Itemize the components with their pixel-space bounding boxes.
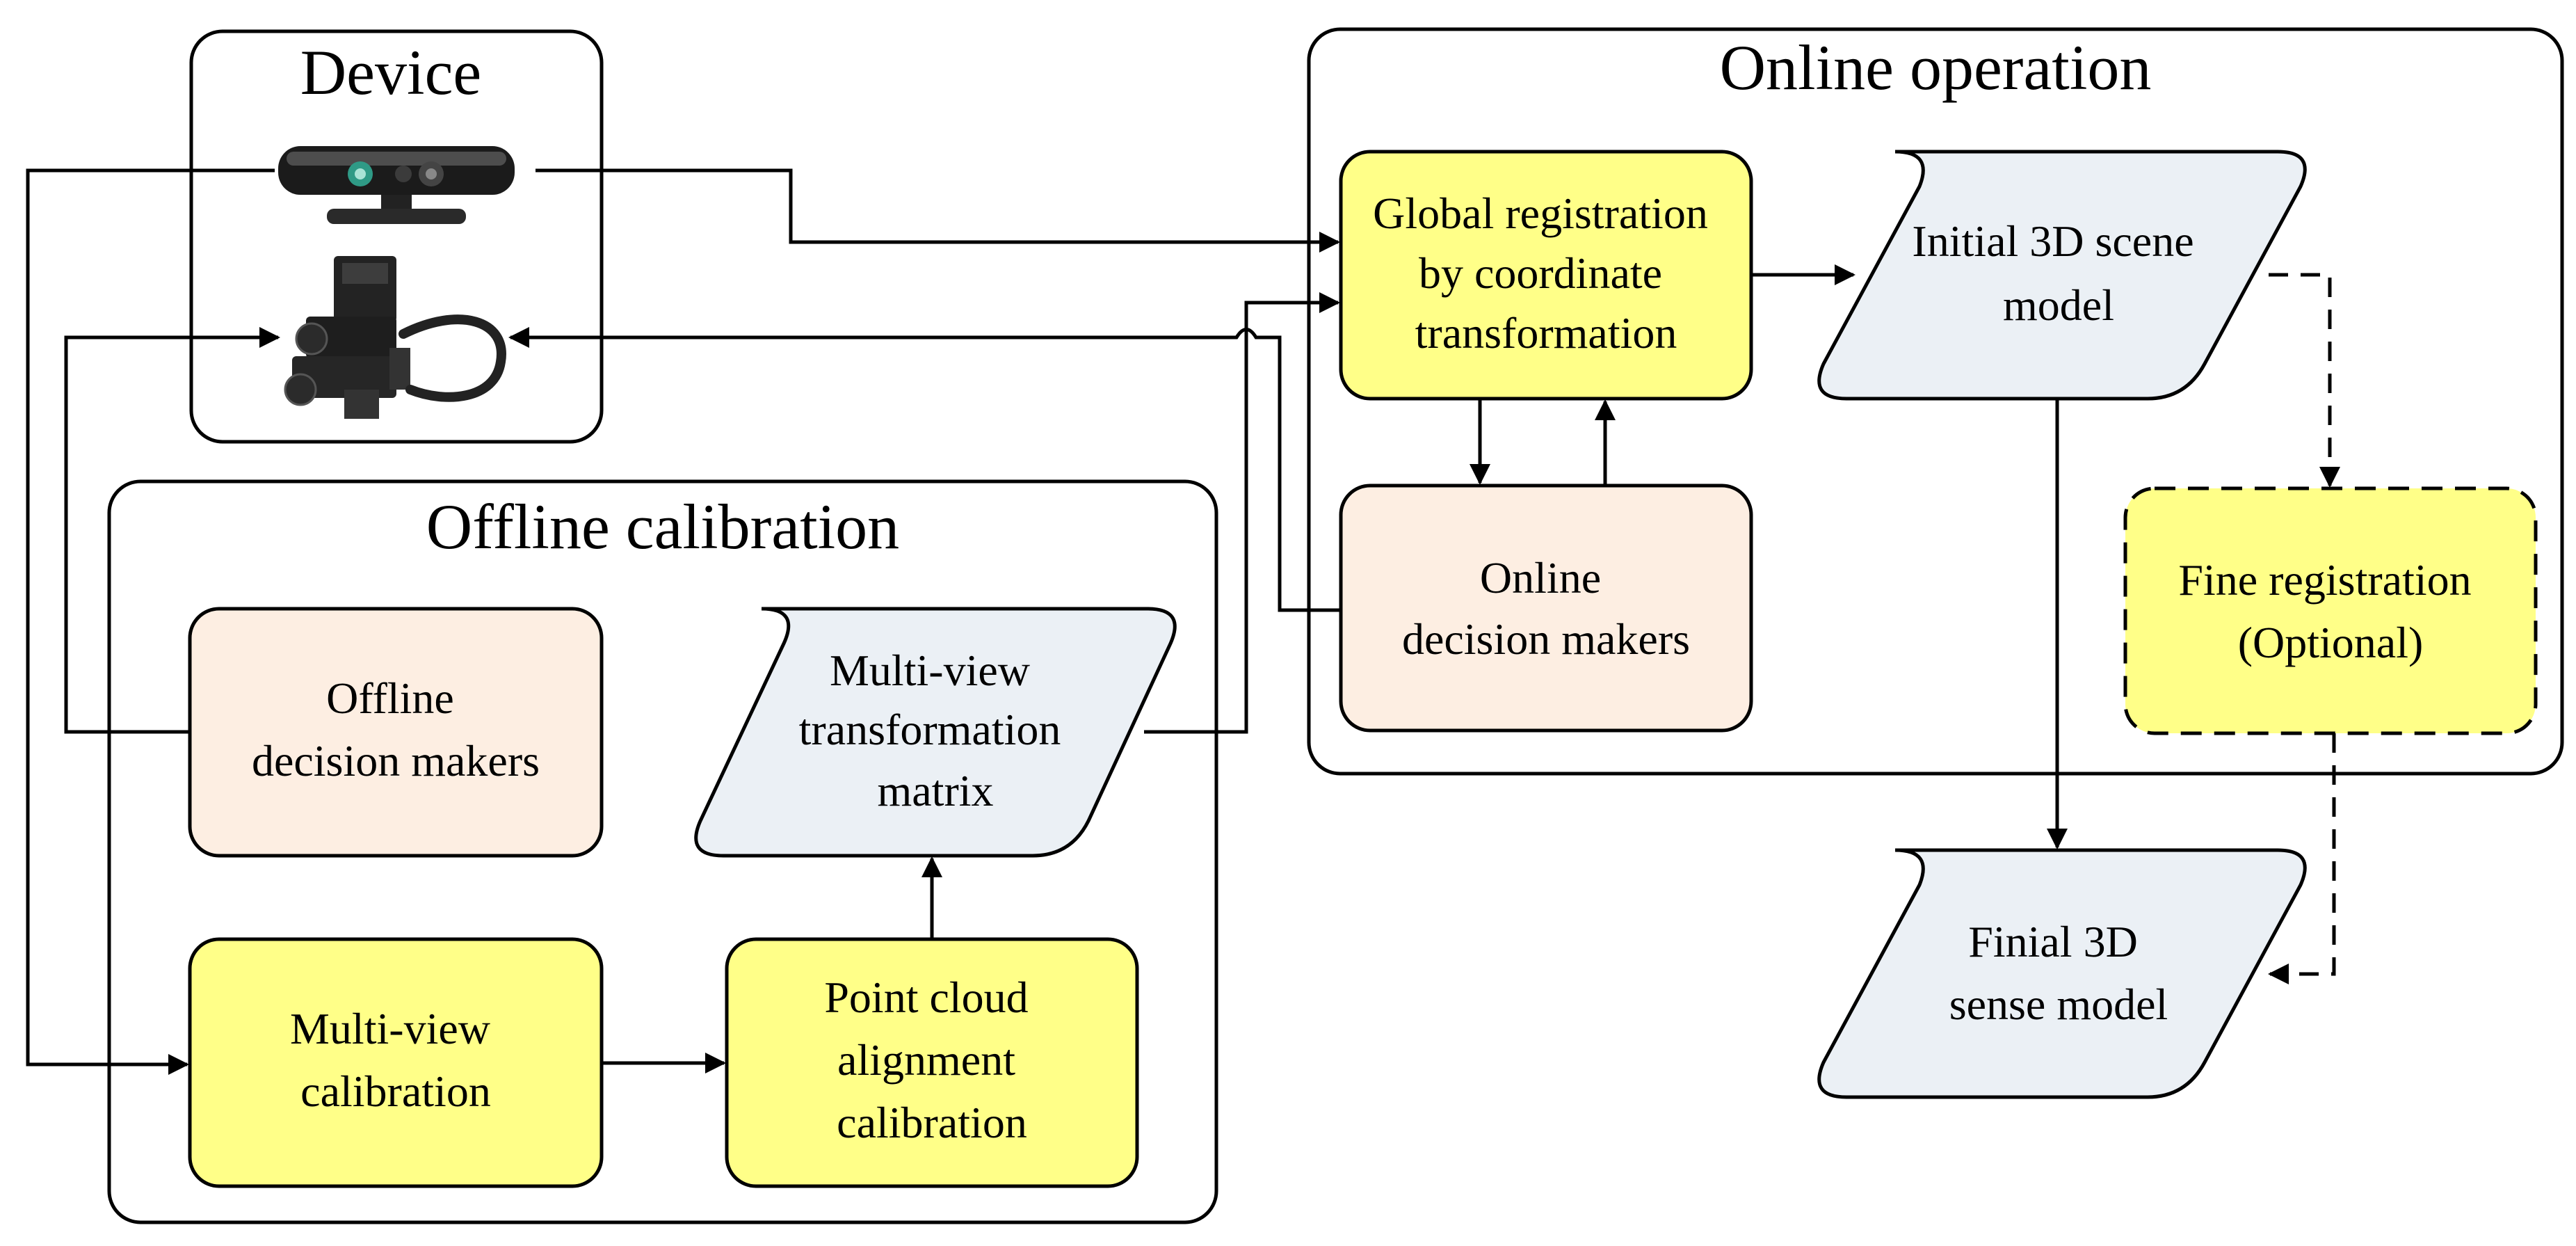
online-decision-makers-node: Online decision makers xyxy=(1339,484,1753,733)
svg-text:Multi-view calibration: Multi-view calibration xyxy=(290,1004,501,1116)
multi-view-transformation-matrix-node: Multi-view transformation matrix xyxy=(694,607,1177,858)
offline-decision-makers-box xyxy=(188,607,604,858)
initial-3d-scene-model-node: Initial 3D scene model xyxy=(1817,150,2307,401)
svg-text:Offline decision makers: Offline decision makers xyxy=(252,673,540,785)
edge-transformation-matrix-to-global-registration xyxy=(1144,292,1340,734)
edge-camera-to-global-registration xyxy=(536,168,1340,253)
edge-initial-model-to-fine-registration xyxy=(2269,273,2340,488)
online-decision-makers-line-2: decision makers xyxy=(1402,614,1690,664)
final-3d-sense-model-line-1: Finial 3D xyxy=(1968,917,2138,966)
svg-text:Fine registration (Optio: Fine registration (Optional) xyxy=(2178,555,2482,667)
offline-calibration-group: Offline calibration xyxy=(107,479,1218,1224)
initial-3d-scene-model-line-2: model xyxy=(2003,280,2114,330)
svg-text:Point cloud alignment: Point cloud alignment calibration xyxy=(824,973,1039,1147)
final-3d-sense-model-line-2: sense model xyxy=(1949,980,2168,1029)
global-registration-line-1: Global registration xyxy=(1373,189,1708,238)
multi-view-transformation-matrix-line-2: transformation xyxy=(799,705,1061,754)
global-registration-node: Global registration by coordinate transf… xyxy=(1339,150,1753,401)
pan-tilt-unit-icon xyxy=(284,256,506,419)
offline-calibration-title: Offline calibration xyxy=(426,491,899,562)
multi-view-calibration-line-2: calibration xyxy=(300,1067,491,1116)
edge-camera-to-multi-view-calibration xyxy=(26,168,275,1075)
edge-online-decision-makers-to-pan-tilt xyxy=(508,327,1341,612)
offline-decision-makers-line-1: Offline xyxy=(326,673,454,723)
online-decision-makers-box xyxy=(1339,484,1753,733)
point-cloud-alignment-node: Point cloud alignment calibration xyxy=(725,937,1139,1188)
final-3d-sense-model-shape xyxy=(1817,848,2307,1099)
svg-text:Finial 3D sense model: Finial 3D sense model xyxy=(1949,917,2168,1029)
svg-text:Global registration by c: Global registration by coordinate transf… xyxy=(1373,189,1719,358)
online-operation-title: Online operation xyxy=(1720,32,2152,103)
online-operation-group: Online operation xyxy=(1307,27,2564,776)
offline-decision-makers-node: Offline decision makers xyxy=(188,607,604,858)
fine-registration-line-2: (Optional) xyxy=(2238,618,2424,667)
online-operation-frame xyxy=(1307,27,2564,776)
fine-registration-box xyxy=(2123,486,2538,735)
multi-view-calibration-box xyxy=(188,937,604,1188)
multi-view-transformation-matrix-line-1: Multi-view xyxy=(830,646,1030,695)
svg-text:Initial 3D scene model: Initial 3D scene model xyxy=(1912,216,2205,330)
multi-view-transformation-matrix-line-3: matrix xyxy=(877,766,993,815)
multi-view-transformation-matrix-shape xyxy=(694,607,1177,858)
global-registration-line-2: by coordinate xyxy=(1419,248,1662,298)
edge-offline-decision-makers-to-pan-tilt xyxy=(64,327,280,734)
offline-decision-makers-line-2: decision makers xyxy=(252,736,540,785)
device-group-title: Device xyxy=(300,37,482,108)
initial-3d-scene-model-line-1: Initial 3D scene xyxy=(1912,216,2193,266)
device-group: Device xyxy=(189,29,604,444)
global-registration-line-3: transformation xyxy=(1415,308,1677,358)
point-cloud-alignment-line-1: Point cloud xyxy=(824,973,1028,1022)
fine-registration-node: Fine registration (Optional) xyxy=(2123,486,2538,735)
final-3d-sense-model-node: Finial 3D sense model xyxy=(1817,848,2307,1099)
edge-fine-registration-to-final-model xyxy=(2268,733,2336,984)
online-decision-makers-line-1: Online xyxy=(1480,553,1601,602)
multi-view-calibration-line-1: Multi-view xyxy=(290,1004,490,1053)
multi-view-calibration-node: Multi-view calibration xyxy=(188,937,604,1188)
offline-calibration-frame xyxy=(107,479,1218,1224)
depth-camera-icon xyxy=(278,146,515,224)
device-group-frame xyxy=(189,29,604,444)
point-cloud-alignment-line-2: alignment xyxy=(837,1035,1015,1085)
point-cloud-alignment-line-3: calibration xyxy=(837,1098,1027,1147)
fine-registration-line-1: Fine registration xyxy=(2178,555,2471,605)
svg-text:Online decision makers: Online decision makers xyxy=(1402,553,1690,664)
initial-3d-scene-model-shape xyxy=(1817,150,2307,401)
svg-text:Multi-view transformatio: Multi-view transformation matrix xyxy=(799,646,1072,815)
